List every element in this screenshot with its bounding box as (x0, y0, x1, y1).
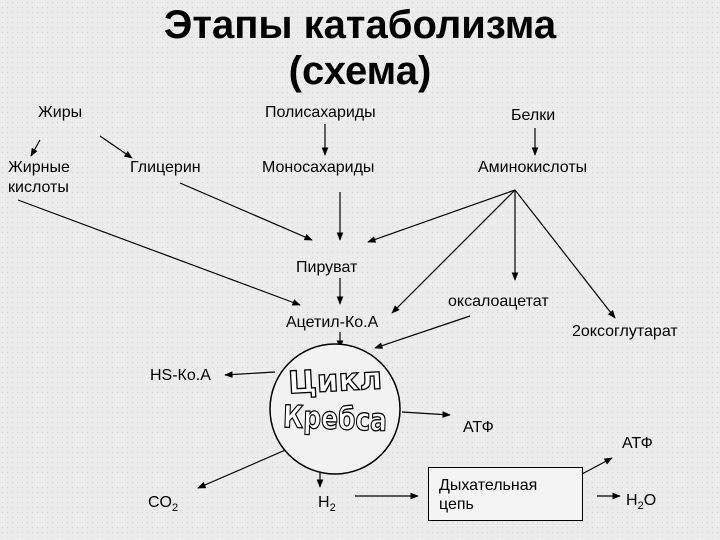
h2-subscript: 2 (329, 502, 336, 515)
arrow-chain-to-atp (581, 457, 613, 475)
krebs-cycle-circle (269, 343, 401, 475)
arrow-fats-to-glycerol (99, 135, 133, 159)
label-fats: Жиры (38, 104, 83, 121)
label-proteins: Белки (511, 107, 556, 124)
fatty-acids-line-1: Жирные (8, 159, 70, 176)
label-amino-acids: Аминокислоты (478, 159, 588, 176)
respiratory-chain-line-2: цепь (439, 496, 474, 513)
co2-subscript: 2 (172, 502, 179, 515)
label-atp-1: АТФ (463, 419, 494, 436)
co2-text: CO (148, 494, 172, 511)
label-co2: CO2 (148, 493, 178, 518)
label-oxaloacetate: оксалоацетат (448, 293, 549, 310)
krebs-line-1: Цикл (287, 361, 383, 402)
respiratory-chain-line-1: Дыхательная (439, 477, 538, 494)
fatty-acids-line-2: кислоты (8, 179, 69, 196)
krebs-line-2: Кребса (282, 399, 387, 439)
h2-text: H (318, 494, 330, 511)
label-fatty-acids: Жирные кислоты (8, 158, 70, 198)
title-line-2: (схема) (288, 49, 432, 93)
respiratory-chain-box: Дыхательная цепь (428, 467, 583, 521)
label-h2o: H2O (626, 491, 656, 516)
arrow-fattyacids-to-acetylcoa (17, 199, 301, 306)
arrow-krebs-to-atp (401, 411, 451, 418)
h2o-subscript: 2 (637, 500, 644, 513)
arrow-fats-to-fatty-acids (30, 139, 41, 157)
h2o-text: H (626, 492, 638, 509)
arrow-aminoacids-to-oxoglutarate (514, 189, 616, 319)
arrow-oxaloacetate-to-krebs (374, 315, 471, 349)
arrow-krebs-to-hscoa (224, 371, 276, 378)
label-glycerol: Глицерин (130, 159, 201, 176)
label-monosaccharides: Моносахариды (262, 159, 375, 176)
arrow-aminoacids-to-acetylcoa (391, 189, 516, 314)
diagram-title: Этапы катаболизма (схема) (120, 2, 600, 94)
arrow-glycerol-to-pyruvate (179, 182, 313, 241)
label-polysaccharides: Полисахариды (265, 104, 376, 121)
label-hs-coa: HS-Ко.А (150, 367, 211, 384)
krebs-cycle-label: Цикл Кребса (282, 360, 388, 440)
h2o-end: O (643, 492, 657, 509)
arrow-aminoacids-to-pyruvate (367, 189, 516, 243)
title-line-1: Этапы катаболизма (163, 3, 557, 47)
arrow-krebs-to-co2 (197, 447, 291, 489)
label-h2: H2 (318, 493, 336, 518)
label-atp-2: АТФ (622, 435, 653, 452)
label-pyruvate: Пируват (296, 259, 358, 276)
label-oxoglutarate: 2оксоглутарат (572, 323, 678, 340)
label-acetyl-coa: Ацетил-Ко.А (286, 314, 379, 331)
